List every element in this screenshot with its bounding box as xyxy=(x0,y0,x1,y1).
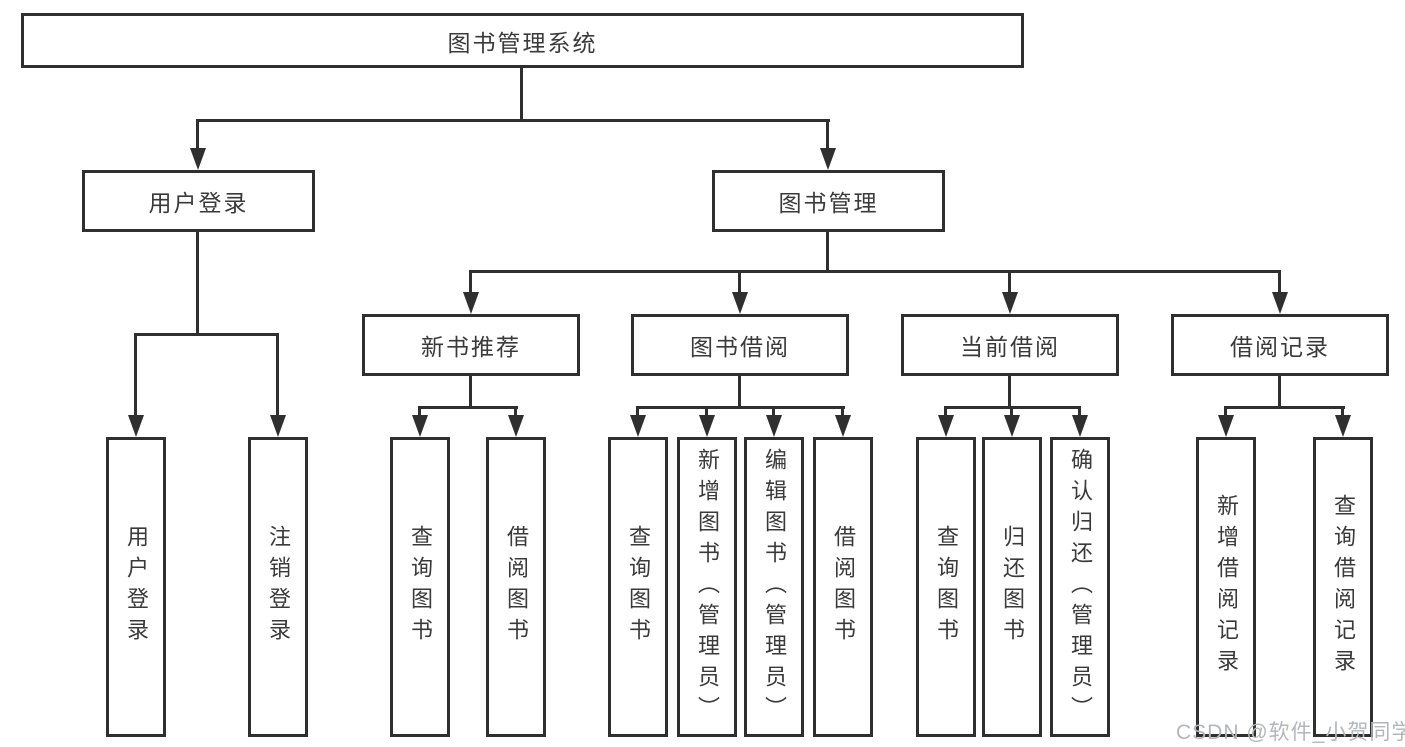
connector-leaf-drop xyxy=(944,406,947,418)
node-new-book-recommend: 新书推荐 xyxy=(362,314,580,376)
node-book-borrowing: 图书借阅 xyxy=(631,314,849,376)
arrowhead-icon xyxy=(732,292,748,314)
connector-user-login-stem xyxy=(196,231,199,335)
connector-leaf-drop xyxy=(1341,406,1344,418)
arrowhead-icon xyxy=(270,415,286,437)
leaf-add-book-admin: 新增图书（管理员） xyxy=(677,437,737,737)
leaf-borrow-books-borrowing: 借阅图书 xyxy=(813,437,873,737)
connector-borrow-drop xyxy=(738,270,741,294)
leaf-edit-book-admin: 编辑图书（管理员） xyxy=(744,437,804,737)
leaf-label: 查询借阅记录 xyxy=(1331,494,1356,680)
leaf-confirm-return-admin: 确认归还（管理员） xyxy=(1050,437,1110,737)
arrowhead-icon xyxy=(190,148,206,170)
node-book-management: 图书管理 xyxy=(712,170,945,232)
leaf-return-book: 归还图书 xyxy=(982,437,1042,737)
leaf-label: 注销登录 xyxy=(266,525,291,649)
connector-root-stem xyxy=(520,66,523,121)
connector-leaf-drop xyxy=(1010,406,1013,418)
watermark: CSDN @软件_小贺同学 xyxy=(1176,721,1405,744)
arrowhead-icon xyxy=(820,148,836,170)
connector-login-leaf-drop xyxy=(134,333,137,416)
connector-current-stem xyxy=(1008,375,1011,408)
connector-leaf-drop xyxy=(514,406,517,418)
node-user-login: 用户登录 xyxy=(82,170,315,232)
arrowhead-icon xyxy=(508,415,524,437)
leaf-label: 借阅图书 xyxy=(831,525,856,649)
arrowhead-icon xyxy=(463,292,479,314)
leaf-query-books-recommend: 查询图书 xyxy=(390,437,450,737)
arrowhead-icon xyxy=(1335,415,1351,437)
arrowhead-icon xyxy=(128,415,144,437)
leaf-query-books-borrowing: 查询图书 xyxy=(608,437,668,737)
arrowhead-icon xyxy=(412,415,428,437)
arrowhead-icon xyxy=(1218,415,1234,437)
connector-user-login-drop xyxy=(196,119,199,150)
connector-leaf-drop xyxy=(772,406,775,418)
leaf-label: 查询图书 xyxy=(408,525,433,649)
connector-leaf-drop xyxy=(1078,406,1081,418)
connector-borrow-stem xyxy=(738,375,741,408)
connector-user-login-rail xyxy=(134,333,279,336)
connector-book-mgmt-drop xyxy=(826,119,829,150)
leaf-label: 新增借阅记录 xyxy=(1214,494,1239,680)
arrowhead-icon xyxy=(938,415,954,437)
connector-leaf-drop xyxy=(636,406,639,418)
connector-book-mgmt-stem xyxy=(826,231,829,273)
leaf-query-borrow-record: 查询借阅记录 xyxy=(1313,437,1373,737)
connector-leaf-drop xyxy=(705,406,708,418)
arrowhead-icon xyxy=(1002,292,1018,314)
connector-newbook-stem xyxy=(469,375,472,408)
leaf-label: 用户登录 xyxy=(124,525,149,649)
node-borrowing-records: 借阅记录 xyxy=(1171,314,1389,376)
leaf-label: 编辑图书（管理员） xyxy=(762,447,787,727)
connector-newbook-drop xyxy=(469,270,472,294)
node-current-borrowing: 当前借阅 xyxy=(901,314,1119,376)
connector-record-rail xyxy=(1224,406,1345,409)
leaf-query-books-current: 查询图书 xyxy=(916,437,976,737)
connector-leaf-drop xyxy=(418,406,421,418)
connector-borrow-rail xyxy=(636,406,845,409)
connector-book-mgmt-rail xyxy=(469,270,1281,273)
leaf-add-borrow-record: 新增借阅记录 xyxy=(1196,437,1256,737)
arrowhead-icon xyxy=(835,415,851,437)
arrowhead-icon xyxy=(630,415,646,437)
arrowhead-icon xyxy=(1004,415,1020,437)
leaf-user-login: 用户登录 xyxy=(106,437,166,737)
connector-newbook-rail xyxy=(418,406,518,409)
leaf-label: 新增图书（管理员） xyxy=(695,447,720,727)
connector-current-drop xyxy=(1008,270,1011,294)
connector-root-rail xyxy=(197,119,830,122)
arrowhead-icon xyxy=(1072,415,1088,437)
arrowhead-icon xyxy=(699,415,715,437)
leaf-label: 借阅图书 xyxy=(504,525,529,649)
leaf-label: 确认归还（管理员） xyxy=(1068,447,1093,727)
leaf-label: 查询图书 xyxy=(626,525,651,649)
node-book-management-system: 图书管理系统 xyxy=(21,13,1024,68)
arrowhead-icon xyxy=(1272,292,1288,314)
leaf-label: 查询图书 xyxy=(934,525,959,649)
connector-leaf-drop xyxy=(841,406,844,418)
connector-leaf-drop xyxy=(1224,406,1227,418)
arrowhead-icon xyxy=(766,415,782,437)
leaf-borrow-books-recommend: 借阅图书 xyxy=(486,437,546,737)
leaf-logout: 注销登录 xyxy=(248,437,308,737)
connector-logout-leaf-drop xyxy=(276,333,279,416)
connector-record-drop xyxy=(1278,270,1281,294)
connector-record-stem xyxy=(1278,375,1281,408)
leaf-label: 归还图书 xyxy=(1000,525,1025,649)
